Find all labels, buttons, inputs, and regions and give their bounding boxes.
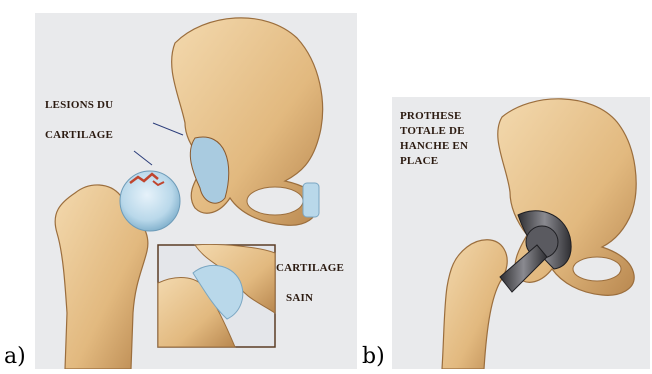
panel-a-damaged-hip: LESIONS DU CARTILAGE CARTILAGE SAIN: [35, 13, 357, 369]
annotation-lesions: LESIONS DU CARTILAGE: [45, 98, 113, 143]
obturator-foramen: [247, 187, 303, 215]
annotation-prosthesis-line3: HANCHE EN: [400, 139, 468, 154]
annotation-prosthesis: PROTHESE TOTALE DE HANCHE EN PLACE: [400, 109, 468, 169]
annotation-healthy-line1: CARTILAGE: [276, 261, 344, 276]
sublabel-a: a): [4, 346, 26, 368]
panel-b-hip-prosthesis: PROTHESE TOTALE DE HANCHE EN PLACE: [392, 97, 650, 369]
annotation-healthy-line2: SAIN: [276, 291, 344, 306]
annotation-lesions-line2: CARTILAGE: [45, 128, 113, 143]
hip-joint-illustration-a: [35, 13, 357, 369]
annotation-lesions-line1: LESIONS DU: [45, 98, 113, 113]
pubic-cartilage: [303, 183, 319, 217]
sublabel-b: b): [362, 346, 385, 368]
lesion-pointer-1: [153, 123, 183, 135]
annotation-prosthesis-line1: PROTHESE: [400, 109, 468, 124]
femur-bone-b: [442, 240, 507, 369]
annotation-prosthesis-line4: PLACE: [400, 154, 468, 169]
annotation-healthy-cartilage: CARTILAGE SAIN: [276, 261, 344, 306]
annotation-prosthesis-line2: TOTALE DE: [400, 124, 468, 139]
femoral-head: [120, 171, 180, 231]
obturator-foramen-b: [573, 257, 621, 281]
lesion-pointer-2: [134, 151, 152, 165]
